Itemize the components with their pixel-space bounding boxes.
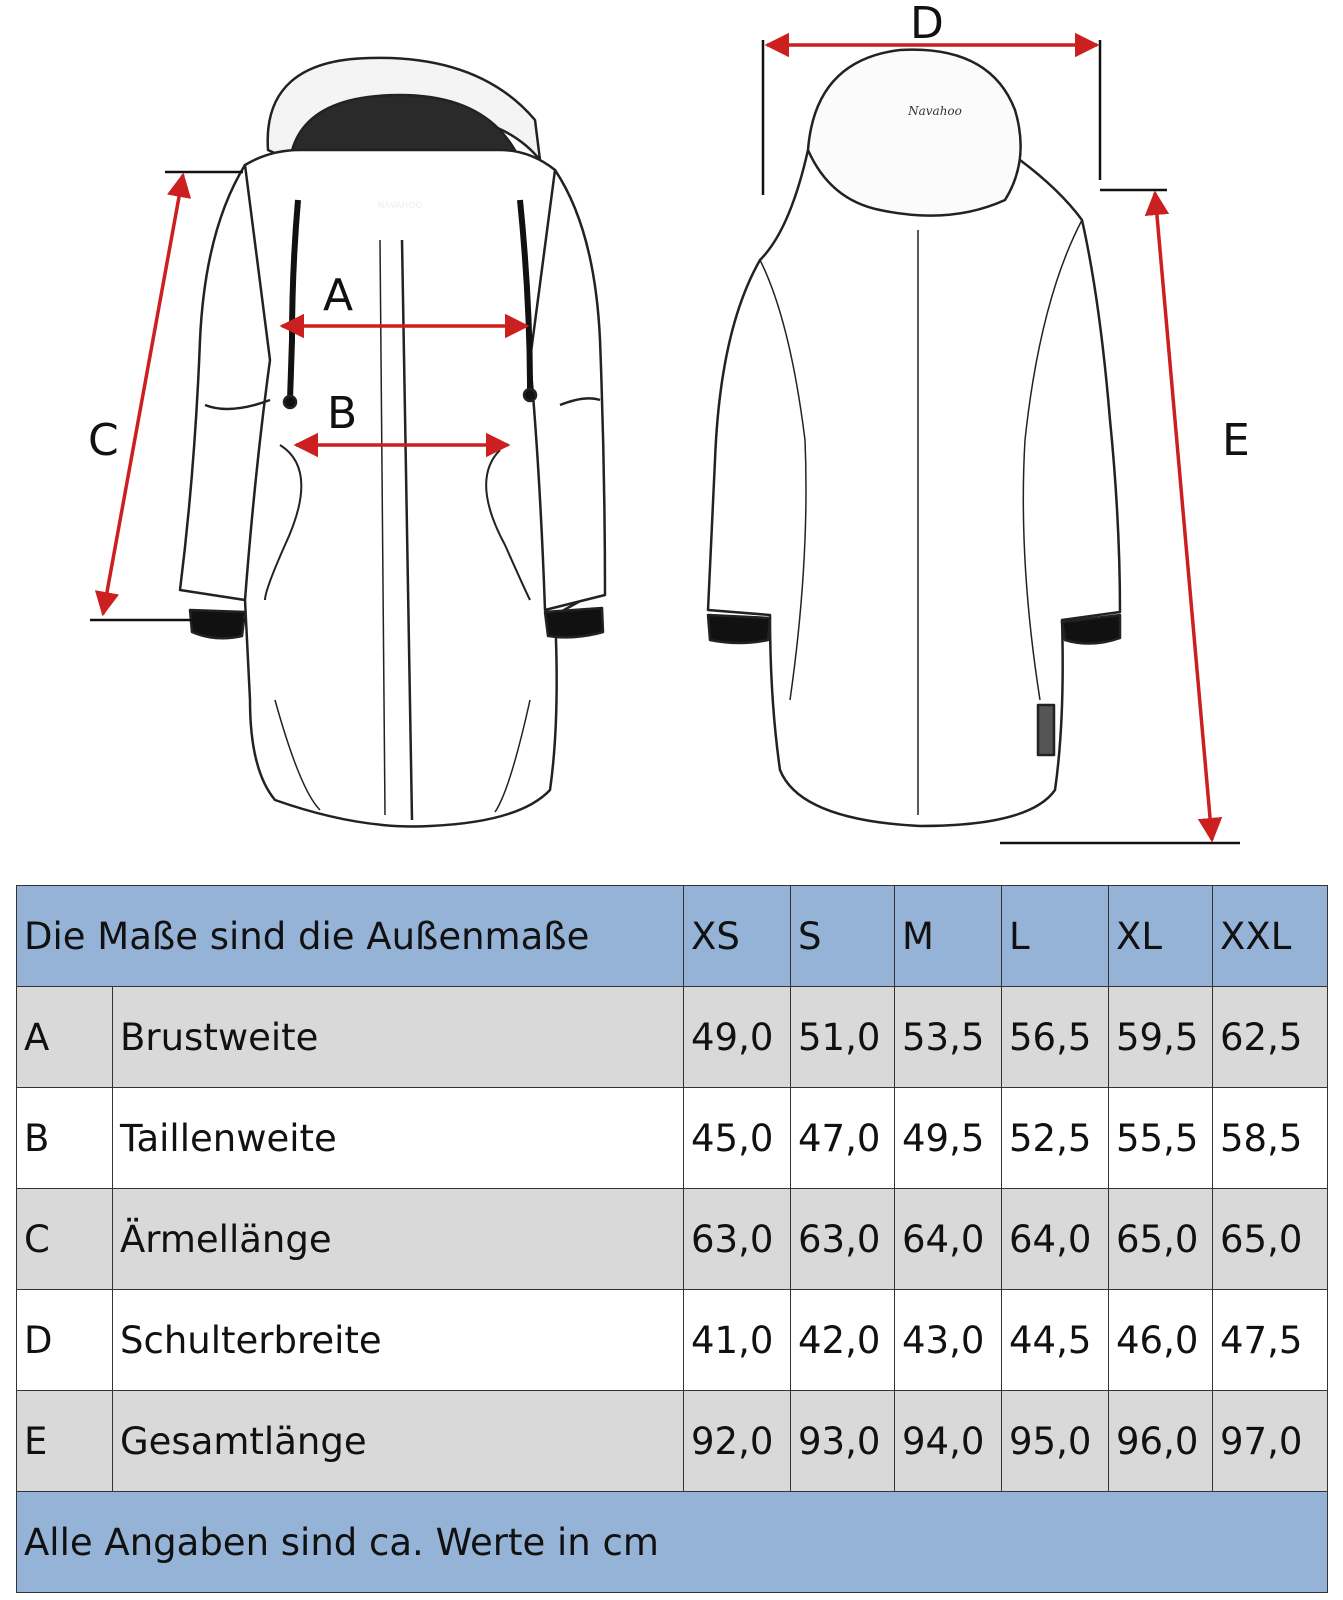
row-value: 52,5 [1001, 1087, 1109, 1189]
row-value: 63,0 [790, 1188, 895, 1290]
table-row: A Brustweite 49,0 51,0 53,5 56,5 59,5 62… [16, 986, 1328, 1088]
front-coat-drawing [178, 56, 607, 828]
back-signature: Navahoo [907, 104, 962, 118]
row-value: 93,0 [790, 1390, 895, 1492]
row-value: 49,5 [894, 1087, 1002, 1189]
size-xxl: XXL [1212, 885, 1328, 987]
size-chart-table: Die Maße sind die Außenmaße XS S M L XL … [16, 885, 1328, 1593]
row-value: 58,5 [1212, 1087, 1328, 1189]
row-value: 47,0 [790, 1087, 895, 1189]
row-value: 42,0 [790, 1289, 895, 1391]
row-value: 64,0 [1001, 1188, 1109, 1290]
table-header-row: Die Maße sind die Außenmaße XS S M L XL … [16, 885, 1328, 987]
row-value: 51,0 [790, 986, 895, 1088]
row-value: 96,0 [1108, 1390, 1213, 1492]
size-l: L [1001, 885, 1109, 987]
row-value: 47,5 [1212, 1289, 1328, 1391]
row-value: 46,0 [1108, 1289, 1213, 1391]
table-row: E Gesamtlänge 92,0 93,0 94,0 95,0 96,0 9… [16, 1390, 1328, 1492]
footer-note: Alle Angaben sind ca. Werte in cm [16, 1491, 1328, 1593]
row-value: 59,5 [1108, 986, 1213, 1088]
row-value: 95,0 [1001, 1390, 1109, 1492]
row-code: C [16, 1188, 113, 1290]
coat-measurement-diagram: A B C D E NAVAHOO Navahoo [88, 0, 1250, 845]
row-value: 94,0 [894, 1390, 1002, 1492]
header-label: Die Maße sind die Außenmaße [16, 885, 684, 987]
row-value: 45,0 [683, 1087, 791, 1189]
size-xs: XS [683, 885, 791, 987]
row-code: E [16, 1390, 113, 1492]
row-name: Brustweite [112, 986, 684, 1088]
row-value: 53,5 [894, 986, 1002, 1088]
front-logo: NAVAHOO [378, 201, 423, 211]
row-value: 62,5 [1212, 986, 1328, 1088]
row-code: B [16, 1087, 113, 1189]
row-value: 43,0 [894, 1289, 1002, 1391]
row-value: 65,0 [1212, 1188, 1328, 1290]
row-value: 49,0 [683, 986, 791, 1088]
label-a: A [323, 270, 353, 321]
table-row: B Taillenweite 45,0 47,0 49,5 52,5 55,5 … [16, 1087, 1328, 1189]
row-value: 64,0 [894, 1188, 1002, 1290]
label-e: E [1222, 415, 1250, 466]
row-name: Ärmellänge [112, 1188, 684, 1290]
table-footer-row: Alle Angaben sind ca. Werte in cm [16, 1491, 1328, 1593]
row-value: 41,0 [683, 1289, 791, 1391]
row-name: Taillenweite [112, 1087, 684, 1189]
measurement-guides [90, 40, 1240, 845]
size-s: S [790, 885, 895, 987]
back-coat-drawing [706, 48, 1122, 828]
row-value: 55,5 [1108, 1087, 1213, 1189]
label-d: D [910, 0, 944, 49]
table-row: D Schulterbreite 41,0 42,0 43,0 44,5 46,… [16, 1289, 1328, 1391]
row-value: 44,5 [1001, 1289, 1109, 1391]
row-name: Gesamtlänge [112, 1390, 684, 1492]
row-value: 56,5 [1001, 986, 1109, 1088]
row-value: 92,0 [683, 1390, 791, 1492]
row-value: 65,0 [1108, 1188, 1213, 1290]
size-xl: XL [1108, 885, 1213, 987]
label-b: B [327, 388, 357, 439]
table-row: C Ärmellänge 63,0 63,0 64,0 64,0 65,0 65… [16, 1188, 1328, 1290]
row-value: 97,0 [1212, 1390, 1328, 1492]
measurement-lines [94, 32, 1223, 843]
row-code: A [16, 986, 113, 1088]
label-c: C [88, 415, 119, 466]
row-name: Schulterbreite [112, 1289, 684, 1391]
row-value: 63,0 [683, 1188, 791, 1290]
row-code: D [16, 1289, 113, 1391]
size-m: M [894, 885, 1002, 987]
